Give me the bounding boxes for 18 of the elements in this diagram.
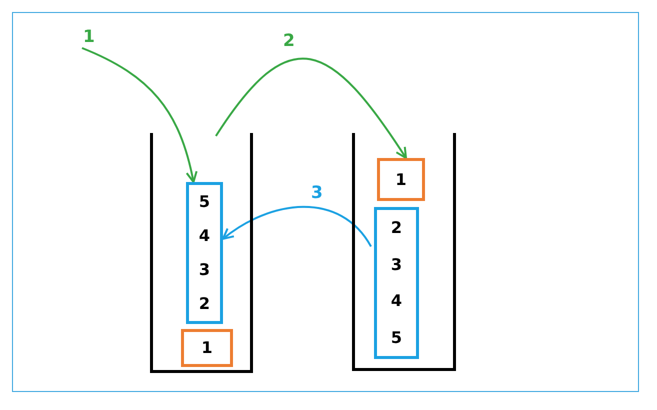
element-number: 4 — [390, 293, 402, 310]
element-box — [377, 158, 425, 201]
element-number: 1 — [395, 172, 407, 188]
element-number: 1 — [201, 340, 213, 356]
element-number: 2 — [390, 220, 402, 236]
element-number: 3 — [390, 256, 402, 273]
stack-elements-box — [374, 207, 419, 359]
curved-arrow — [82, 47, 198, 183]
element-number: 5 — [198, 194, 210, 210]
element-number: 5 — [390, 330, 402, 346]
curved-arrow — [215, 58, 407, 159]
stack-container — [352, 133, 456, 371]
stack-elements-box — [186, 182, 223, 324]
stack-container — [150, 133, 253, 373]
element-number: 4 — [198, 228, 210, 244]
element-number: 2 — [198, 296, 210, 312]
element-number: 3 — [198, 262, 210, 278]
element-box — [181, 329, 233, 367]
